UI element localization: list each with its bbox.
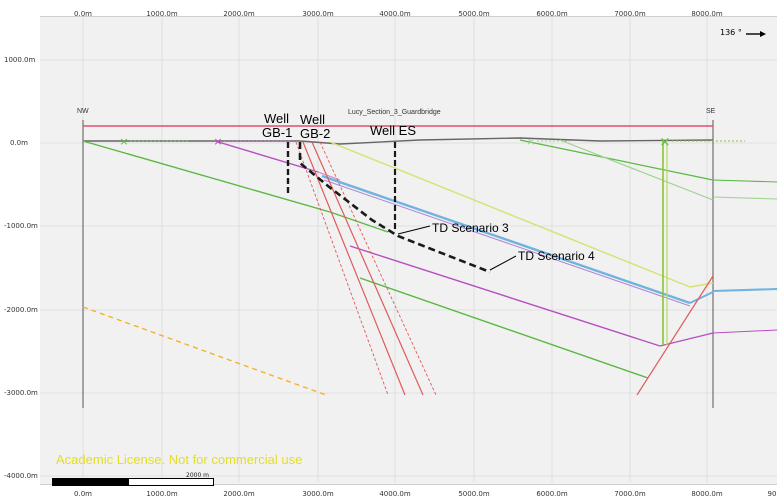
bottom-x-tick: 8000.0m	[691, 490, 723, 498]
top-x-tick: 8000.0m	[691, 10, 723, 18]
y-tick: 1000.0m	[4, 56, 36, 64]
blue-horizon-line	[689, 291, 714, 304]
horizon-marker-icon: ×	[119, 135, 128, 148]
fault-line	[302, 141, 406, 396]
green-horizon-line	[359, 277, 649, 379]
bottom-x-tick: 2000.0m	[223, 490, 255, 498]
y-tick: -3000.0m	[4, 389, 38, 397]
yellow-horizon-line	[329, 141, 691, 288]
top-x-tick: 7000.0m	[614, 10, 646, 18]
green-horizon-line	[329, 211, 389, 233]
fault-line	[319, 141, 437, 396]
top-x-tick: 3000.0m	[302, 10, 334, 18]
green-horizon-line	[559, 139, 714, 201]
azimuth-arrow-icon	[760, 31, 766, 37]
horizon-marker-icon: ×	[526, 135, 535, 148]
magenta-horizon-line	[349, 245, 661, 347]
magenta-horizon-line	[712, 329, 777, 334]
top-x-tick: 6000.0m	[536, 10, 568, 18]
yellow-horizon-line	[689, 282, 714, 288]
plot-area[interactable]	[40, 16, 777, 485]
bottom-x-tick: 7000.0m	[614, 490, 646, 498]
horizon-marker-icon: ×	[660, 135, 671, 150]
well-es-label: Well ES	[370, 123, 416, 138]
fault-line	[311, 141, 424, 396]
well-gb2-path	[298, 142, 491, 274]
td-scenario-3-label: TD Scenario 3	[432, 221, 509, 235]
blue-horizon-line	[321, 174, 691, 305]
green-horizon-line	[712, 179, 777, 183]
green-horizon-line	[519, 139, 714, 181]
purple-horizon-line	[323, 179, 691, 307]
blue-horizon-line	[712, 288, 777, 292]
section-name: Lucy_Section_3_Guardbridge	[348, 109, 441, 116]
section-end-label-nw: NW	[77, 108, 89, 115]
bottom-x-tick: 3000.0m	[302, 490, 334, 498]
top-x-tick: 2000.0m	[223, 10, 255, 18]
scale-bar-label: 2000 m	[186, 472, 210, 479]
well-gb2-label: GB-2	[300, 126, 331, 141]
well-gb2-label: Well	[300, 112, 326, 127]
top-x-tick: 1000.0m	[146, 10, 178, 18]
td-scenario-3-leader	[397, 225, 431, 235]
y-tick: -4000.0m	[4, 472, 38, 480]
magenta-horizon-line	[214, 140, 319, 173]
green-horizon-line	[82, 140, 331, 213]
magenta-horizon-line	[659, 332, 714, 347]
well-gb1-label: Well	[264, 111, 290, 126]
fault-line	[295, 141, 389, 396]
y-tick: -2000.0m	[4, 306, 38, 314]
td-scenario-4-label: TD Scenario 4	[518, 249, 595, 263]
bottom-x-tick: 5000.0m	[458, 490, 490, 498]
scale-bar-fill	[53, 479, 129, 485]
fault-line	[636, 275, 714, 396]
bottom-x-tick: 0.0m	[74, 490, 92, 498]
bottom-x-tick: 4000.0m	[379, 490, 411, 498]
section-end-label-se: SE	[706, 108, 716, 115]
topography-line	[83, 137, 714, 145]
green-horizon-line	[712, 196, 777, 200]
top-x-tick: 5000.0m	[458, 10, 490, 18]
y-tick: 0.0m	[10, 139, 28, 147]
td-scenario-4-leader	[489, 255, 517, 271]
top-x-tick: 0.0m	[74, 10, 92, 18]
bottom-x-tick: 90	[767, 490, 777, 498]
top-x-tick: 4000.0m	[379, 10, 411, 18]
bottom-x-tick: 1000.0m	[146, 490, 178, 498]
y-tick: -1000.0m	[4, 222, 38, 230]
azimuth-label: 136 °	[720, 28, 742, 37]
horizon-marker-icon: ×	[213, 135, 222, 148]
dashed-horizon-line	[82, 306, 327, 396]
well-gb1-label: GB-1	[262, 125, 293, 140]
license-watermark: Academic License. Not for commercial use	[56, 452, 303, 467]
scale-bar	[52, 478, 214, 486]
bottom-x-tick: 6000.0m	[536, 490, 568, 498]
